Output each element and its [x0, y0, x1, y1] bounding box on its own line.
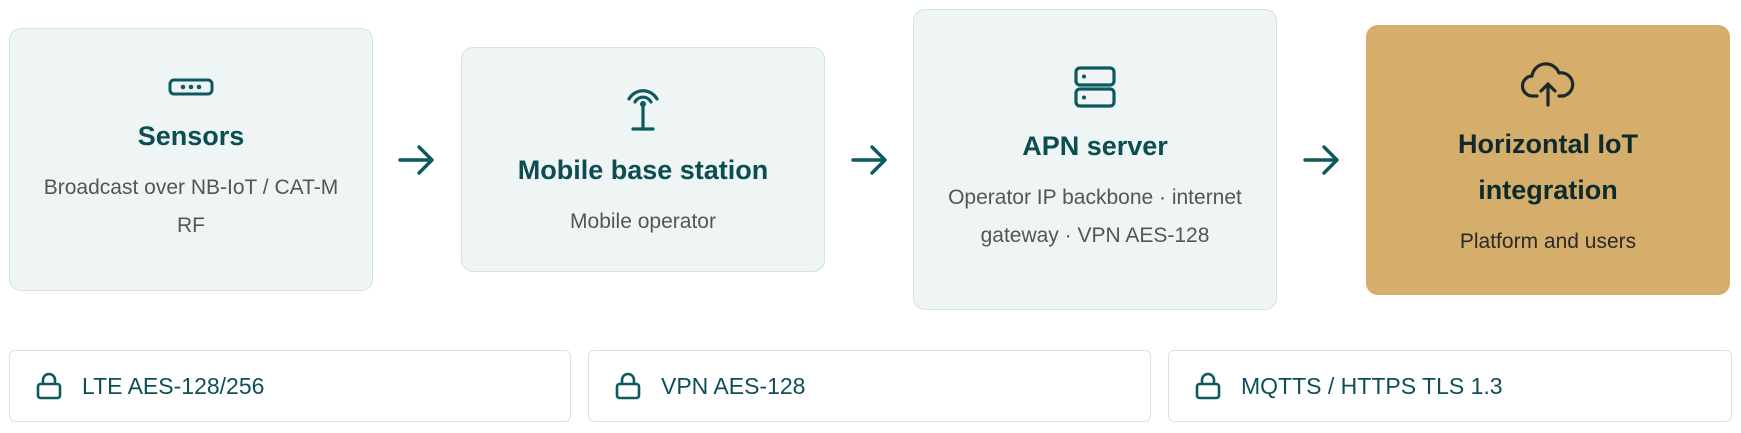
lock-icon [615, 372, 641, 400]
arrow-right-icon [398, 145, 434, 175]
node-title: Sensors [137, 120, 245, 151]
cloud-upload-icon [1520, 62, 1575, 107]
flow-node-apn-server: APN server Operator IP backbone · intern… [913, 9, 1277, 310]
node-title: Mobile base station [517, 154, 769, 185]
lock-icon [1195, 372, 1221, 400]
node-subtitle: Platform and users [1459, 230, 1637, 253]
node-subtitle: Mobile operator [570, 209, 716, 233]
arrow-right-icon [1303, 145, 1339, 175]
sensor-icon [168, 78, 214, 95]
security-item-lte: LTE AES-128/256 [9, 350, 571, 422]
server-icon [1074, 65, 1116, 108]
security-label: VPN AES-128 [661, 372, 806, 399]
flow-node-horizontal-iot-integration: Horizontal IoT integration Platform and … [1366, 25, 1730, 295]
security-label: MQTTS / HTTPS TLS 1.3 [1241, 372, 1503, 399]
security-item-mqtts-https: MQTTS / HTTPS TLS 1.3 [1168, 350, 1732, 422]
security-item-vpn: VPN AES-128 [588, 350, 1151, 422]
node-subtitle: Broadcast over NB-IoT / CAT-M RF [43, 175, 339, 237]
node-title: APN server [1022, 130, 1168, 161]
arrow-right-icon [851, 145, 887, 175]
antenna-icon [627, 88, 659, 131]
node-subtitle: Operator IP backbone · internet gateway … [948, 185, 1242, 247]
security-label: LTE AES-128/256 [82, 372, 265, 399]
flow-node-mobile-base-station: Mobile base station Mobile operator [461, 47, 825, 272]
flow-node-sensors: Sensors Broadcast over NB-IoT / CAT-M RF [9, 28, 373, 291]
node-title: Horizontal IoT integration [1458, 129, 1638, 205]
lock-icon [36, 372, 62, 400]
